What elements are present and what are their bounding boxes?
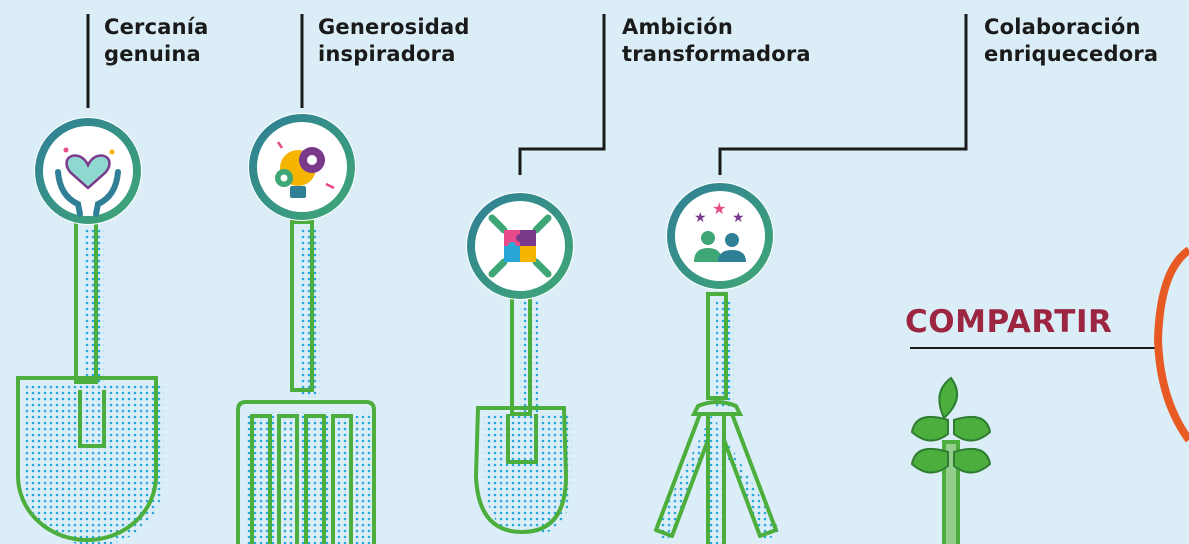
lightbulb-gears-icon bbox=[275, 141, 335, 198]
connector-line-4 bbox=[718, 14, 968, 175]
shovel-icon bbox=[16, 220, 164, 544]
badge-cercania bbox=[34, 117, 142, 225]
badge-ambicion bbox=[466, 192, 574, 300]
value-label-generosidad: Generosidad inspiradora bbox=[318, 15, 470, 66]
value-label-cercania: Cercanía genuina bbox=[104, 15, 209, 66]
value-label-colaboracion: Colaboración enriquecedora bbox=[984, 15, 1159, 66]
team-stars-icon: ★ ★ ★ bbox=[694, 199, 746, 262]
badge-generosidad bbox=[248, 113, 356, 221]
value-label-ambicion: Ambición transformadora bbox=[622, 15, 811, 66]
svg-text:★: ★ bbox=[694, 210, 707, 226]
rake-icon bbox=[652, 292, 782, 544]
puzzle-pieces-icon bbox=[488, 214, 552, 278]
sprout-icon bbox=[910, 376, 992, 544]
compartir-title: COMPARTIR bbox=[905, 304, 1113, 340]
connector-line-3 bbox=[518, 14, 606, 175]
badge-colaboracion: ★ ★ ★ bbox=[666, 182, 774, 290]
accent-circle-fragment bbox=[1153, 246, 1189, 443]
svg-text:★: ★ bbox=[732, 210, 745, 226]
heart-hands-icon bbox=[55, 147, 121, 217]
trowel-icon bbox=[473, 292, 572, 536]
svg-text:★: ★ bbox=[712, 199, 726, 218]
pitchfork-icon bbox=[236, 220, 376, 544]
